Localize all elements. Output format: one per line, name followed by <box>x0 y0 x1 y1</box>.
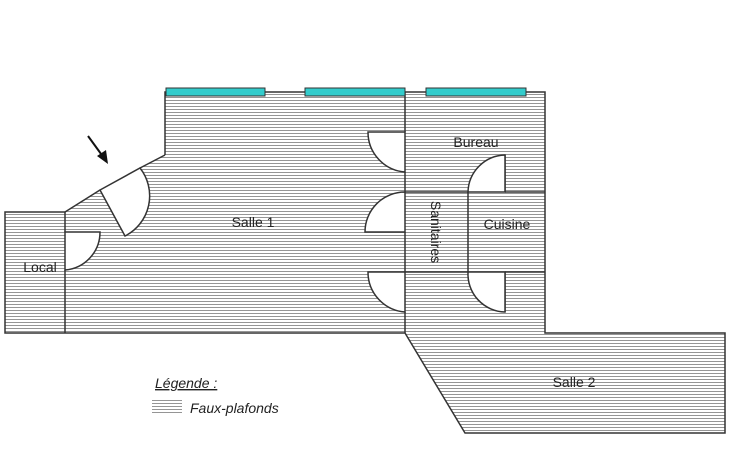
door-cuisine-top <box>467 154 506 193</box>
legend-swatch <box>152 399 182 414</box>
door-cuisine-bottom <box>467 271 506 313</box>
room-label-cuisine: Cuisine <box>484 216 531 232</box>
legend-title: Légende : <box>155 375 217 391</box>
arrow-icon <box>87 135 108 164</box>
room-label-salle2: Salle 2 <box>553 374 596 390</box>
door-local <box>64 231 101 271</box>
legend-item: Faux-plafonds <box>190 400 279 416</box>
outer-wall <box>4 91 726 434</box>
door-bureau <box>367 131 406 173</box>
room-label-sanitaires: Sanitaires <box>428 201 444 263</box>
window-1 <box>165 87 266 97</box>
building-hatch <box>5 92 545 333</box>
room-label-salle1: Salle 1 <box>232 214 275 230</box>
door-sanitaires <box>364 191 406 233</box>
room-label-bureau: Bureau <box>453 134 498 150</box>
entrance-wall <box>64 189 101 213</box>
window-3 <box>425 87 527 97</box>
window-2 <box>304 87 406 97</box>
room-label-local: Local <box>23 259 56 275</box>
door-salle1-bottom <box>367 271 406 313</box>
salle2-hatch <box>405 333 725 433</box>
door-entrance <box>98 167 151 237</box>
entrance-wall-upper <box>139 154 166 169</box>
